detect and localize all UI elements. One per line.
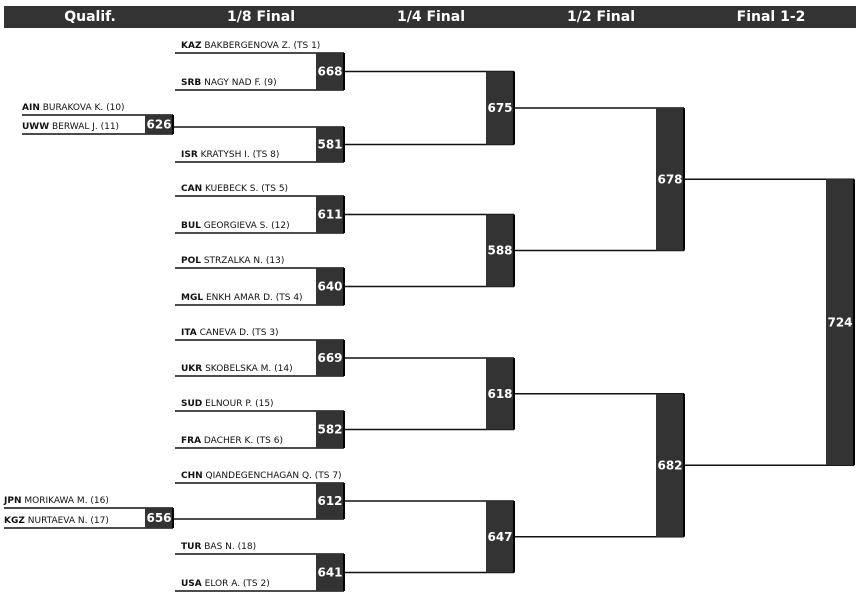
r16-match-8-box	[316, 554, 344, 591]
r16-match-1-number: 668	[317, 65, 342, 79]
r16-match-4-bottom-athlete: MGL ENKH AMAR D. (TS 4)	[181, 293, 303, 303]
r16-match-5-bottom-athlete: UKR SKOBELSKA M. (14)	[181, 364, 293, 374]
round-header-qualif: Qualif.	[64, 9, 116, 25]
r16-match-7-top-athlete: CHN QIANDEGENCHAGAN Q. (TS 7)	[181, 471, 342, 481]
r16-match-7-box	[316, 483, 344, 519]
qual-match-1-bottom-athlete: UWW BERWAL J. (11)	[22, 122, 119, 132]
final-match-box	[826, 179, 854, 466]
sf-match-2-box	[656, 393, 684, 537]
r16-match-1-top-athlete: KAZ BAKBERGENOVA Z. (TS 1)	[181, 41, 320, 51]
r16-match-4-box	[316, 268, 344, 305]
r16-match-3-number: 611	[317, 208, 342, 222]
sf-match-2-number: 682	[657, 458, 682, 472]
r16-match-8-number: 641	[317, 566, 342, 580]
r16-match-2-box	[316, 127, 344, 162]
r16-match-3-top-athlete: CAN KUEBECK S. (TS 5)	[181, 184, 288, 194]
r16-match-8-bottom-athlete: USA ELOR A. (TS 2)	[181, 579, 270, 589]
r16-match-6-number: 582	[317, 423, 342, 437]
r16-match-3-box	[316, 196, 344, 233]
qf-match-3-box	[486, 358, 514, 430]
r16-match-6-top-athlete: SUD ELNOUR P. (15)	[181, 399, 274, 409]
round-header-eighth-final: 1/8 Final	[226, 9, 296, 25]
qf-match-1-number: 675	[487, 101, 512, 115]
qf-match-4-box	[486, 501, 514, 573]
qual-match-1-box	[145, 115, 173, 134]
qf-match-1-box	[486, 71, 514, 145]
r16-match-3-bottom-athlete: BUL GEORGIEVA S. (12)	[181, 221, 290, 231]
qual-match-1-number: 626	[146, 118, 171, 132]
qual-match-2-bottom-athlete: KGZ NURTAEVA N. (17)	[4, 516, 109, 526]
r16-match-1-box	[316, 53, 344, 90]
round-header-quarter-final: 1/4 Final	[396, 9, 466, 25]
qual-match-2-number: 656	[146, 511, 171, 525]
qual-match-1-top-athlete: AIN BURAKOVA K. (10)	[22, 103, 125, 113]
qual-match-2-top-athlete: JPN MORIKAWA M. (16)	[3, 496, 109, 506]
round-header-semi-final: 1/2 Final	[566, 9, 636, 25]
r16-match-5-box	[316, 340, 344, 376]
round-header-bar: Qualif. 1/8 Final 1/4 Final 1/2 Final Fi…	[4, 6, 856, 28]
r16-match-5-number: 669	[317, 351, 342, 365]
qf-match-4-number: 647	[487, 530, 512, 544]
r16-match-2-number: 581	[317, 138, 342, 152]
qual-match-2-box	[145, 508, 173, 528]
r16-match-6-bottom-athlete: FRA DACHER K. (TS 6)	[181, 436, 283, 446]
r16-match-1-bottom-athlete: SRB NAGY NAD F. (9)	[181, 78, 277, 88]
r16-match-2-bottom-athlete: ISR KRATYSH I. (TS 8)	[181, 150, 279, 160]
r16-match-4-top-athlete: POL STRZALKA N. (13)	[181, 256, 284, 266]
qf-match-2-number: 588	[487, 244, 512, 258]
final-match-number: 724	[827, 315, 852, 329]
r16-match-4-number: 640	[317, 280, 342, 294]
round-header-final: Final 1-2	[736, 9, 806, 25]
r16-match-8-top-athlete: TUR BAS N. (18)	[181, 542, 256, 552]
r16-match-6-box	[316, 411, 344, 448]
r16-match-5-top-athlete: ITA CANEVA D. (TS 3)	[181, 328, 279, 338]
qf-match-3-number: 618	[487, 387, 512, 401]
sf-match-1-number: 678	[657, 172, 682, 186]
qf-match-2-box	[486, 214, 514, 287]
sf-match-1-box	[656, 108, 684, 251]
r16-match-7-number: 612	[317, 494, 342, 508]
